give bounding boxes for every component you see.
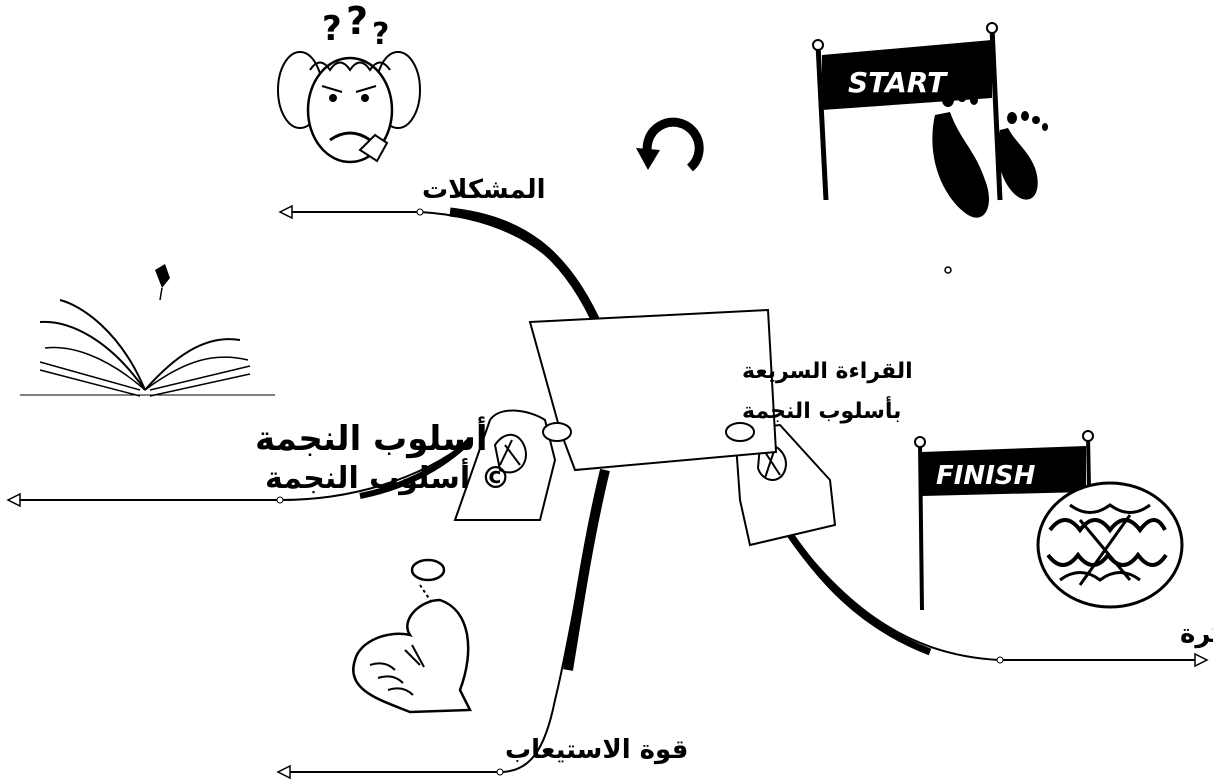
arrow-head-icon bbox=[6, 492, 21, 508]
branch-memory bbox=[777, 518, 1209, 668]
center-title-line1: القراءة السريعة bbox=[742, 359, 913, 384]
branch-problems bbox=[278, 204, 605, 332]
confused-face-icon: ? ? ? bbox=[277, 0, 421, 164]
fist-icon bbox=[352, 558, 472, 714]
arrow-head-icon bbox=[278, 204, 293, 220]
start-banner-label: START bbox=[848, 66, 948, 99]
branch-method bbox=[6, 437, 473, 508]
branch-label-problems: المشكلات bbox=[422, 175, 546, 205]
cycle-arrow-icon bbox=[636, 117, 704, 172]
small-dot bbox=[944, 266, 952, 274]
center-node: القراءة السريعة بأسلوب النجمة bbox=[453, 308, 913, 547]
finish-banner-label: FINISH bbox=[936, 461, 1036, 491]
branch-comprehension bbox=[276, 468, 610, 780]
branch-label-method-line1: أسلوب النجمة bbox=[255, 416, 488, 459]
arrow-head-icon bbox=[276, 764, 291, 780]
arrow-head-icon bbox=[1194, 652, 1209, 668]
svg-text:?: ? bbox=[322, 9, 342, 49]
finish-flag-icon: FINISH bbox=[914, 430, 1094, 611]
branch-label-method-line2: © أسلوب النجمة bbox=[265, 458, 511, 496]
open-book-icon bbox=[20, 264, 275, 397]
footprints-icon bbox=[932, 90, 1048, 218]
center-title-line2: بأسلوب النجمة bbox=[742, 395, 901, 424]
svg-text:?: ? bbox=[372, 17, 389, 52]
svg-text:?: ? bbox=[346, 0, 368, 43]
brain-icon bbox=[1036, 481, 1184, 609]
branch-label-memory: تقوية الذاكرة bbox=[1180, 619, 1213, 649]
start-flag-icon: START bbox=[812, 22, 1003, 201]
center-card bbox=[528, 308, 778, 472]
branch-label-comprehension: قوة الاستيعاب bbox=[505, 735, 688, 765]
